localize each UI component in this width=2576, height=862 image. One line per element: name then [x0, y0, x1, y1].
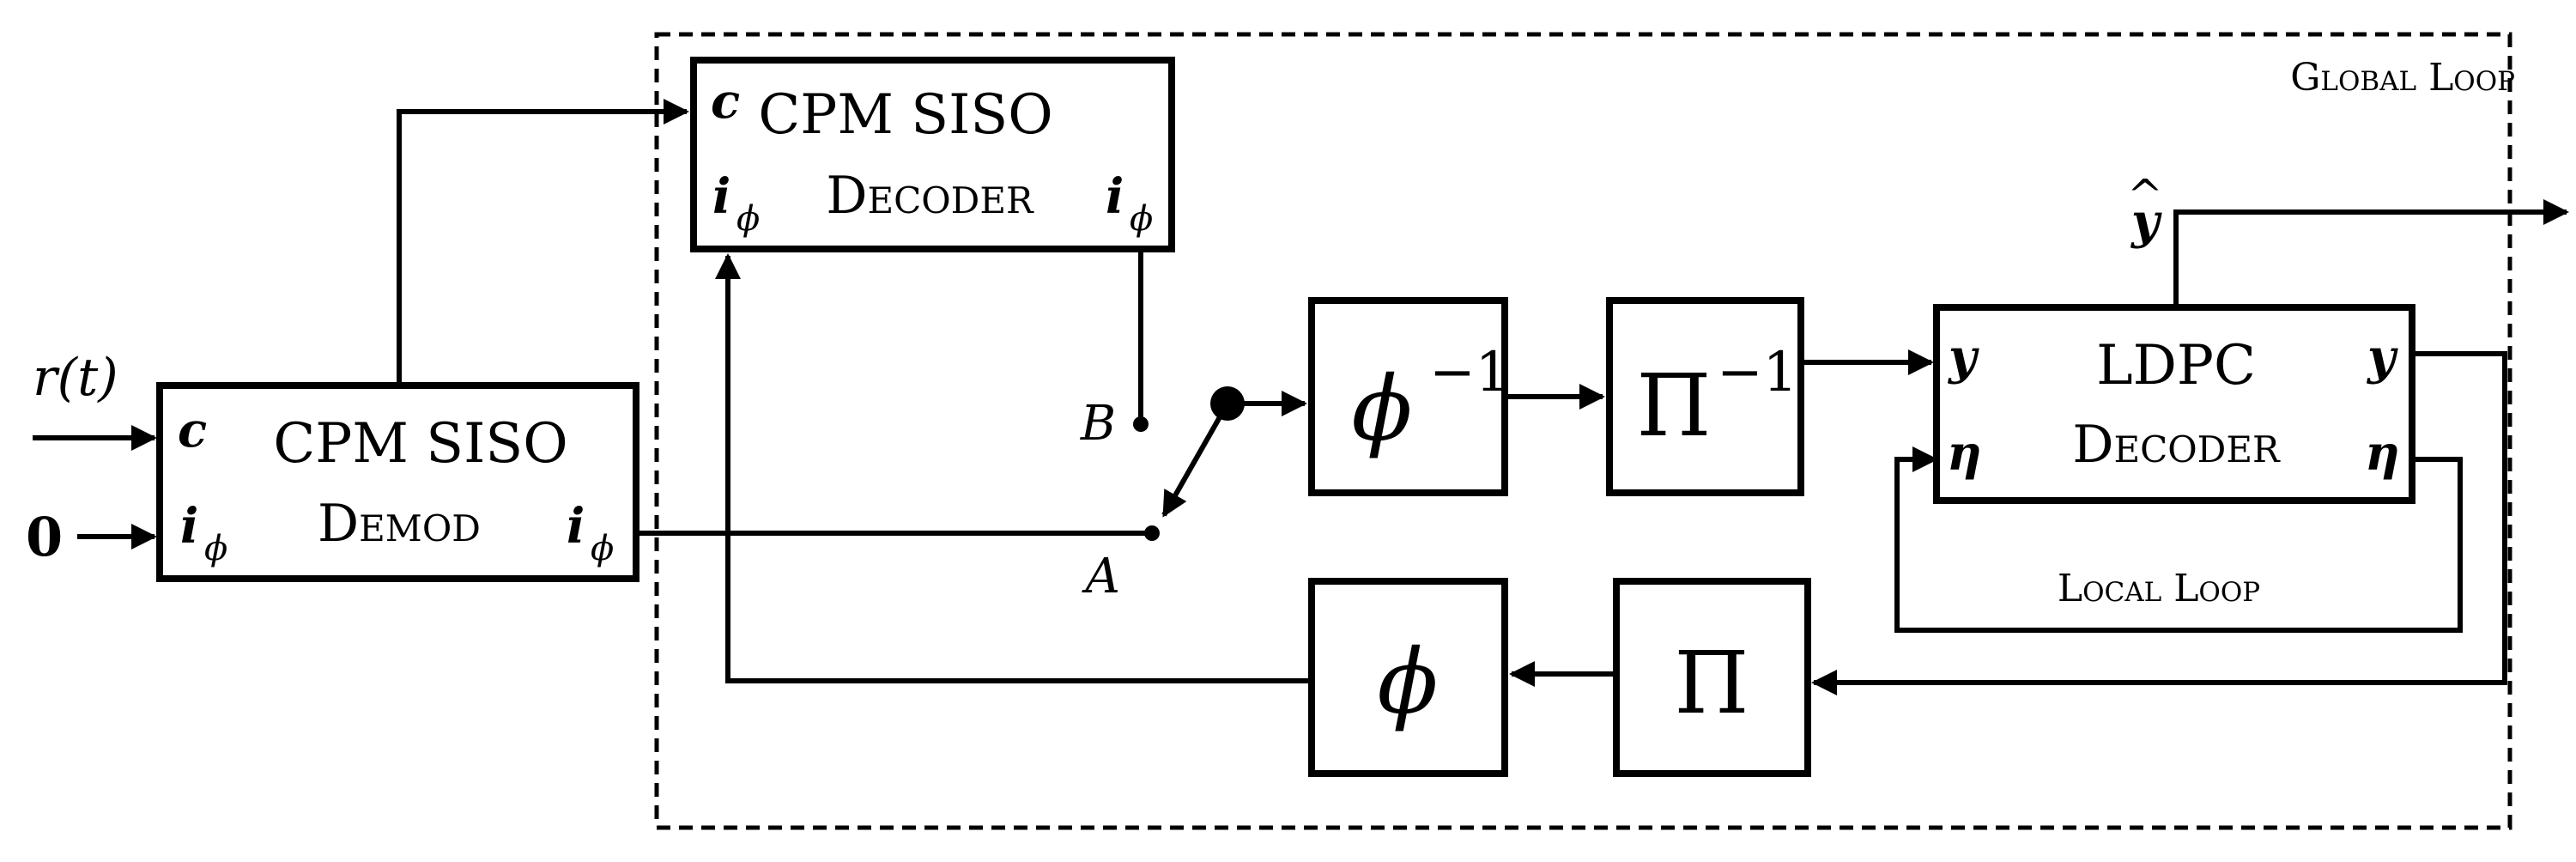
demod-to-decoder-wire: [397, 99, 689, 385]
decoder-port-i-in: i: [712, 168, 730, 225]
ldpc-port-y-in: y: [1947, 329, 1979, 385]
cpm-siso-demod-block: c CPM SISO i ϕ Demod i ϕ: [156, 382, 639, 582]
pi-inverse-symbol: Π: [1636, 355, 1711, 456]
pi-inverse-box: [1606, 297, 1804, 496]
switch: B A: [1080, 386, 1307, 604]
demod-port-i-out: i: [567, 498, 585, 555]
switch-arm: [1161, 402, 1230, 518]
pi-inverse-block: Π −1: [1606, 297, 1804, 496]
phi-block: ϕ: [1308, 578, 1508, 777]
decoder-port-i-in-subscript: ϕ: [736, 199, 760, 239]
terminal-a-dot: [1144, 525, 1160, 541]
phi-inverse-box: [1308, 297, 1508, 496]
ldpc-decoder-block: y η LDPC Decoder y η: [1933, 304, 2415, 504]
terminal-b-label: B: [1080, 396, 1116, 452]
output-label-y: y: [2130, 193, 2162, 250]
cpm-siso-decoder-box: [690, 57, 1175, 252]
pi-block: Π: [1613, 578, 1811, 777]
terminal-a-label: A: [1082, 549, 1120, 604]
ldpc-subtitle: Decoder: [2072, 415, 2281, 475]
cpm-siso-demod-box: [156, 382, 639, 582]
local-loop-label: Local Loop: [2058, 567, 2260, 610]
demod-subtitle: Demod: [318, 494, 481, 554]
terminal-b-dot: [1133, 416, 1149, 432]
demod-port-i-in-subscript: ϕ: [204, 529, 227, 568]
pi-box: [1613, 578, 1811, 777]
phi-inverse-block: ϕ −1: [1308, 297, 1510, 496]
decoder-port-i-out: i: [1106, 168, 1124, 225]
phi-to-decoder-wire: [715, 253, 1312, 683]
pi-symbol: Π: [1674, 633, 1749, 733]
global-loop-label: Global Loop: [2290, 56, 2515, 100]
local-loop-wire: [1894, 446, 2463, 633]
ldpc-port-y-out: y: [2366, 329, 2398, 385]
ldpc-title: LDPC: [2096, 334, 2256, 398]
input-label-zero: 0: [26, 506, 63, 568]
pi-inverse-exponent: −1: [1717, 341, 1797, 404]
phi-box: [1308, 578, 1508, 777]
global-loop-return-wire: [1811, 351, 2507, 695]
output-label-hat: ^: [2127, 170, 2163, 220]
input-label-r: r(t): [33, 348, 118, 408]
demod-port-c: c: [178, 402, 207, 458]
demod-title: CPM SISO: [273, 412, 567, 476]
phi-inverse-exponent: −1: [1429, 341, 1510, 404]
demod-port-i-in: i: [180, 498, 198, 555]
ldpc-port-eta-out: η: [2365, 425, 2400, 482]
ldpc-decoder-box: [1933, 304, 2415, 504]
ldpc-port-eta-in: η: [1947, 425, 1982, 482]
decoder-subtitle: Decoder: [826, 166, 1034, 226]
global-loop-frame: [654, 32, 2512, 830]
demod-port-i-out-subscript: ϕ: [591, 529, 614, 568]
output-wire: [2173, 199, 2569, 307]
decoder-port-i-out-subscript: ϕ: [1130, 199, 1153, 239]
decoder-title: CPM SISO: [758, 83, 1052, 147]
phi-symbol: ϕ: [1378, 629, 1439, 734]
decoder-port-c: c: [711, 73, 740, 130]
cpm-siso-decoder-block: c CPM SISO i ϕ Decoder i ϕ: [690, 57, 1175, 252]
phi-inverse-symbol: ϕ: [1352, 356, 1413, 461]
